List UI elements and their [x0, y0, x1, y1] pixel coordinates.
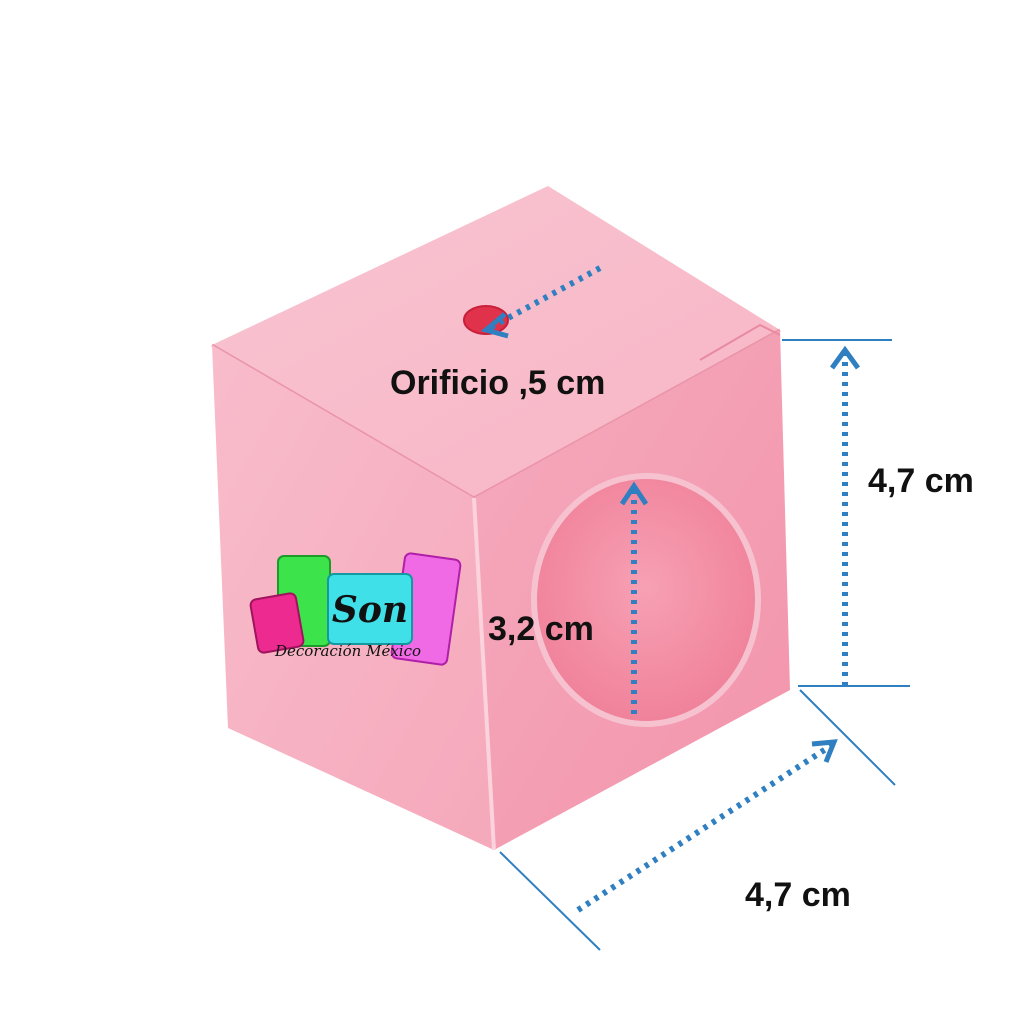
- logo-tagline-text: Decoración México: [274, 642, 421, 660]
- window-arrow-head: [619, 481, 649, 506]
- box-depth-label: 4,7 cm: [745, 876, 851, 914]
- logo-magenta-square: [249, 592, 305, 654]
- top-hole: [463, 305, 509, 335]
- circular-window: [531, 473, 761, 727]
- depth-arrow-line: [576, 742, 834, 913]
- brand-logo: Son Decoración México: [249, 552, 462, 666]
- depth-guide-left: [499, 851, 601, 951]
- pink-box: [211, 186, 790, 851]
- hole-size-label: Orificio ,5 cm: [390, 364, 606, 402]
- box-front-edge: [472, 497, 496, 851]
- box-tuck-flap: [699, 323, 781, 361]
- window-size-label: 3,2 cm: [488, 610, 594, 648]
- box-top-face: [212, 186, 780, 498]
- hole-arrow-line: [484, 265, 602, 333]
- depth-guide-right: [799, 689, 896, 786]
- depth-arrow-head: [811, 739, 838, 763]
- logo-cyan-square: [327, 573, 413, 645]
- box-height-label: 4,7 cm: [868, 462, 974, 500]
- dimension-annotations: [480, 265, 910, 951]
- logo-brand-text: Son: [332, 589, 408, 631]
- hole-arrow-head: [480, 312, 509, 339]
- height-arrow-head: [829, 345, 861, 370]
